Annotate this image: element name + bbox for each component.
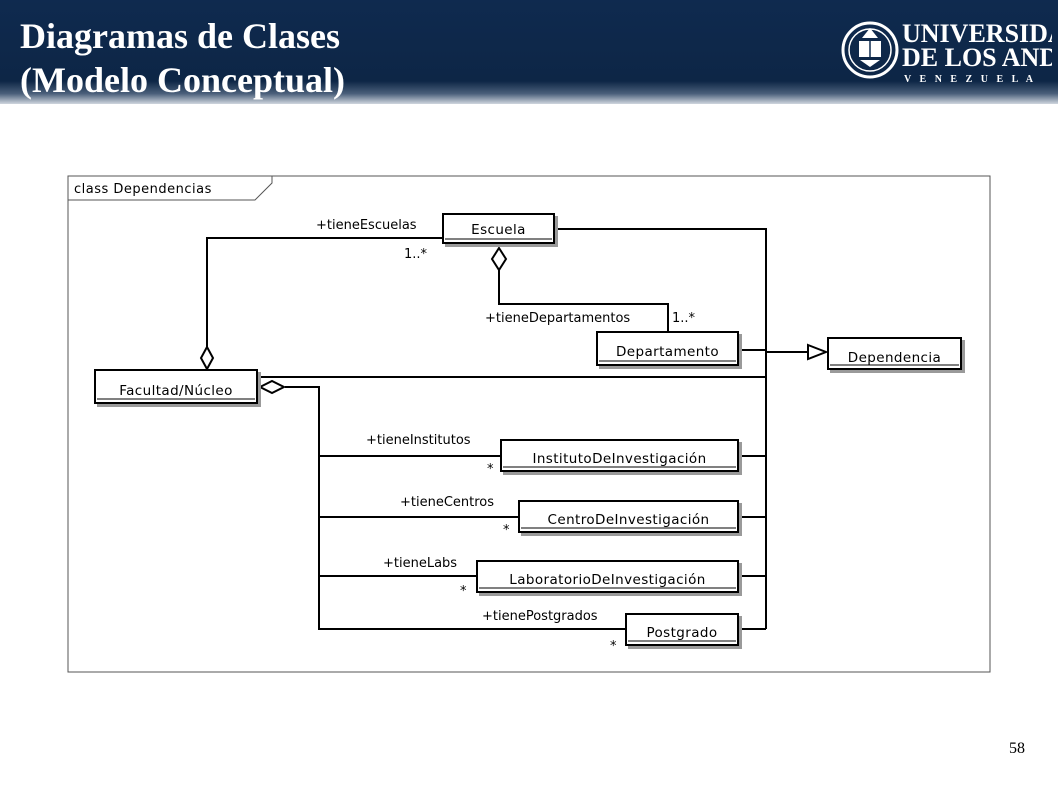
- connector-lines: [206, 228, 808, 630]
- generalization-arrowhead-icon: [807, 343, 829, 361]
- logo-text-line2: DE LOS ANDES: [902, 43, 1052, 72]
- class-laboratorio: LaboratorioDeInvestigación: [476, 560, 739, 593]
- class-facultad: Facultad/Núcleo: [94, 369, 258, 404]
- role-tieneescuelas: +tieneEscuelas: [316, 218, 417, 233]
- slide-header: Diagramas de Clases (Modelo Conceptual) …: [0, 0, 1058, 104]
- aggregation-diamond-departamentos-icon: [490, 246, 508, 272]
- class-instituto: InstitutoDeInvestigación: [500, 439, 739, 472]
- generalization-trunk: [555, 228, 767, 629]
- multiplicity-centros: *: [503, 523, 510, 538]
- role-tienedepartamentos: +tieneDepartamentos: [485, 311, 630, 326]
- class-centro: CentroDeInvestigación: [518, 500, 739, 533]
- class-departamento-label: Departamento: [616, 344, 719, 360]
- university-seal-icon: [841, 21, 899, 79]
- slide-title-line2: (Modelo Conceptual): [20, 60, 345, 100]
- aggregation-diamond-facultad-icon: [257, 379, 287, 395]
- aggregation-diamond-escuelas-icon: [199, 344, 215, 372]
- logo-text-line3: V E N E Z U E L A: [904, 74, 1036, 85]
- multiplicity-escuelas: 1..*: [404, 247, 428, 262]
- role-tienelabs: +tieneLabs: [383, 556, 457, 571]
- class-dependencia-label: Dependencia: [848, 350, 941, 366]
- class-dependencia: Dependencia: [827, 337, 962, 370]
- slide-title: Diagramas de Clases (Modelo Conceptual): [20, 14, 345, 102]
- role-tienepostgrados: +tienePostgrados: [482, 609, 598, 624]
- role-tieneinstitutos: +tieneInstitutos: [366, 433, 471, 448]
- page-number: 58: [1009, 740, 1025, 757]
- multiplicity-institutos: *: [487, 462, 494, 477]
- class-postgrado: Postgrado: [625, 613, 739, 646]
- class-postgrado-label: Postgrado: [646, 625, 717, 641]
- escuelas-association: [206, 237, 443, 348]
- class-facultad-label: Facultad/Núcleo: [119, 383, 233, 399]
- class-instituto-label: InstitutoDeInvestigación: [532, 451, 706, 467]
- multiplicity-departamentos: 1..*: [672, 311, 696, 326]
- class-laboratorio-label: LaboratorioDeInvestigación: [509, 572, 705, 588]
- facultad-bus: [285, 386, 626, 630]
- departamentos-association: [498, 270, 669, 331]
- class-departamento: Departamento: [596, 331, 739, 366]
- multiplicity-labs: *: [460, 584, 467, 599]
- frame-label: class Dependencias: [74, 182, 212, 197]
- class-escuela: Escuela: [442, 213, 555, 244]
- logo-text-line1: UNIVERSIDAD: [902, 19, 1052, 48]
- university-logo: UNIVERSIDAD DE LOS ANDES V E N E Z U E L…: [841, 19, 1052, 85]
- class-escuela-label: Escuela: [471, 222, 526, 238]
- role-tienecentros: +tieneCentros: [400, 495, 494, 510]
- slide-title-line1: Diagramas de Clases: [20, 16, 340, 56]
- class-centro-label: CentroDeInvestigación: [548, 512, 710, 528]
- multiplicity-postgrados: *: [610, 639, 617, 654]
